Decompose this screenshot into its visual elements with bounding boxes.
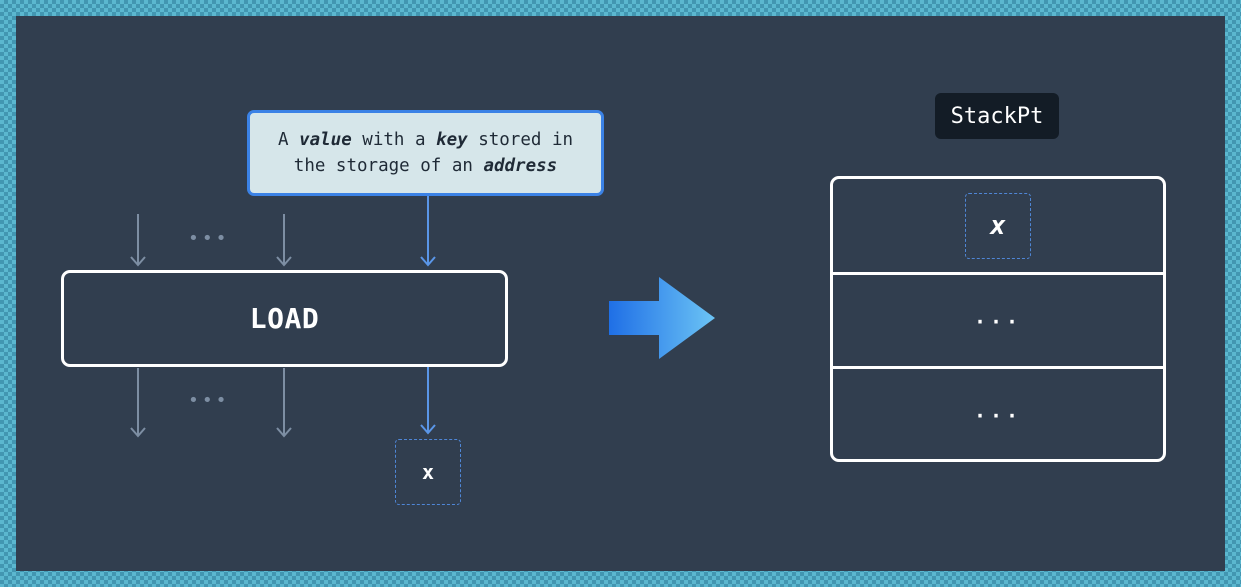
input-arrow-1 — [130, 214, 146, 267]
output-value-label: x — [421, 460, 435, 484]
callout-text: A — [277, 130, 300, 150]
output-value-box: x — [395, 439, 461, 505]
callout-key-word: key — [436, 130, 468, 150]
callout-arrow — [420, 196, 436, 267]
stack-slot-2: ··· — [833, 272, 1163, 368]
output-arrow-2 — [276, 368, 292, 438]
callout-line-2: the storage of an address — [294, 153, 557, 179]
load-label: LOAD — [249, 302, 320, 335]
stack-slot-value: x — [965, 192, 1031, 259]
callout-text: stored in — [467, 130, 574, 150]
output-ellipsis: ••• — [188, 390, 230, 411]
diagram-canvas — [130, 196, 715, 438]
stack-slot-ellipsis: ··· — [973, 309, 1023, 334]
transform-arrow-icon — [609, 277, 715, 359]
stack-title: StackPt — [935, 93, 1059, 139]
input-arrow-2 — [276, 214, 292, 267]
callout-value-word: value — [299, 130, 352, 150]
callout-line-1: A value with a key stored in — [278, 127, 573, 153]
stack-slot-ellipsis: ··· — [973, 403, 1023, 428]
callout-address-word: address — [483, 156, 558, 176]
input-ellipsis: ••• — [188, 228, 230, 249]
stack: x ··· ··· — [830, 176, 1166, 462]
callout-text: the storage of an — [293, 156, 484, 176]
stack-slot-top: x — [833, 179, 1163, 272]
stack-slot-3: ··· — [833, 366, 1163, 459]
output-arrow-x — [420, 364, 436, 435]
callout-text: with a — [351, 130, 437, 150]
storage-callout: A value with a key stored in the storage… — [247, 110, 604, 196]
output-arrow-1 — [130, 368, 146, 438]
load-opcode-box: LOAD — [61, 270, 508, 367]
